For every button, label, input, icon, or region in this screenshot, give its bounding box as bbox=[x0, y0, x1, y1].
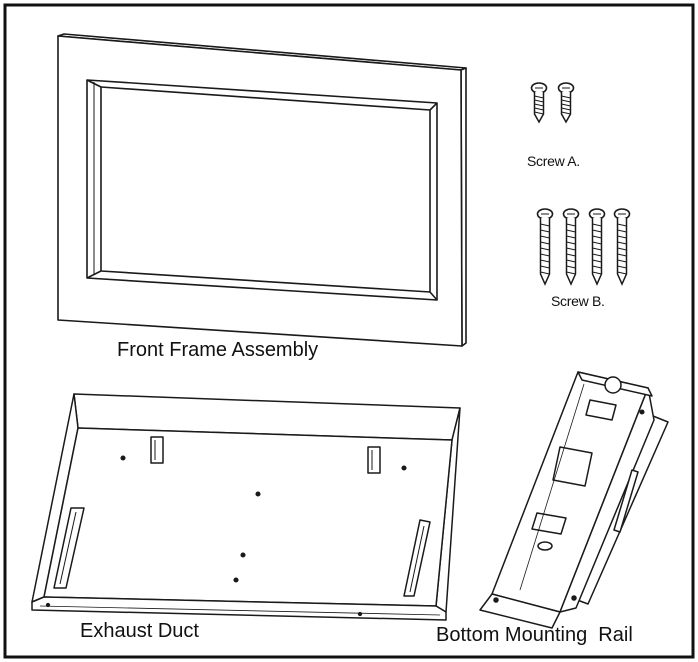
screw-b-2 bbox=[562, 208, 580, 285]
mounting-rail-drawing bbox=[479, 371, 669, 629]
screw-a-2 bbox=[557, 82, 575, 123]
screw-a-label: Screw A. bbox=[527, 153, 580, 169]
screw-a-drawing bbox=[530, 82, 575, 123]
exhaust-duct-drawing bbox=[31, 393, 461, 621]
screw-b-1 bbox=[536, 208, 554, 285]
screw-b-4 bbox=[613, 208, 631, 285]
screw-b-label: Screw B. bbox=[551, 293, 605, 309]
screw-a-1 bbox=[530, 82, 548, 123]
screw-b-drawing bbox=[536, 208, 631, 285]
diagram-border bbox=[3, 3, 695, 659]
screw-b-3 bbox=[588, 208, 606, 285]
exhaust-duct-label: Exhaust Duct bbox=[80, 620, 199, 642]
front-frame-drawing bbox=[57, 33, 467, 347]
front-frame-label: Front Frame Assembly bbox=[117, 339, 319, 361]
mounting-rail-label: Bottom Mounting Rail bbox=[436, 624, 633, 646]
